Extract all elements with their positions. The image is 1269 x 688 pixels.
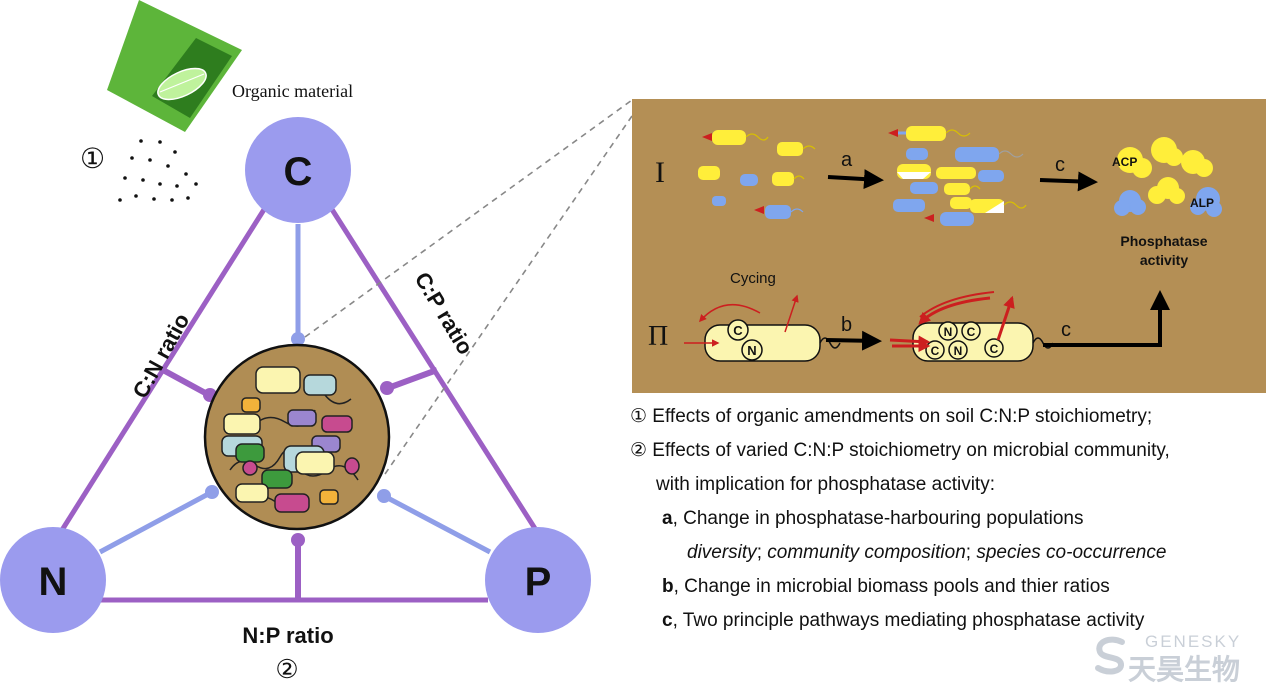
arrow-a-label: a — [841, 149, 853, 171]
organic-material-icon — [107, 0, 242, 132]
phosphatase-enzymes — [1114, 137, 1222, 217]
cycing-label: Cycing — [730, 270, 776, 287]
genesky-s-icon — [1095, 636, 1125, 675]
node-c-label: C — [284, 150, 313, 194]
cell-after-n1: N — [944, 325, 953, 339]
legend-item-a: a, Change in phosphatase-harbouring popu… — [630, 502, 1260, 536]
spokes — [98, 224, 492, 600]
node-c: C — [245, 117, 351, 223]
node-p-label: P — [525, 560, 552, 604]
logo-text-en: GENESKY — [1145, 632, 1242, 651]
np-ratio-label: N:P ratio — [242, 623, 333, 648]
node-n-label: N — [39, 560, 68, 604]
cn-ratio-label: C:N ratio — [128, 309, 195, 402]
legend-a-key: a — [662, 508, 673, 529]
legend-item-c: c, Two principle pathways mediating phos… — [630, 604, 1260, 638]
soil-microbial-community — [203, 343, 391, 531]
legend-line-1: ① Effects of organic amendments on soil … — [630, 406, 1153, 427]
phosphatase-label-1: Phosphatase — [1120, 233, 1207, 249]
cell-after-c1: C — [931, 344, 940, 358]
legend-sep-2: ; — [965, 542, 977, 563]
arrow-c-row-i — [1039, 171, 1098, 192]
arrow-c-row-ii — [1043, 290, 1170, 347]
cell-after-c3: C — [990, 342, 999, 356]
zoom-lines — [304, 99, 633, 475]
row-ii-label: Π — [648, 321, 668, 352]
cell-before-n: N — [747, 343, 756, 358]
legend-c-key: c — [662, 610, 673, 631]
legend-c-text: , Two principle pathways mediating phosp… — [672, 610, 1145, 631]
arrow-b-label: b — [841, 314, 852, 336]
step-1-marker: ① — [80, 144, 105, 175]
arrow-c-row-i-label: c — [1055, 154, 1065, 176]
legend-cooccurrence: species co-occurrence — [976, 542, 1167, 563]
falling-particles — [118, 139, 198, 202]
legend-line-2: ② Effects of varied C:N:P stoichiometry … — [630, 440, 1170, 461]
cell-after-n2: N — [954, 344, 963, 358]
node-p: P — [485, 527, 591, 633]
row-i-label: I — [655, 156, 665, 189]
phosphatase-label-2: activity — [1140, 252, 1188, 268]
organic-material-label: Organic material — [232, 81, 353, 101]
population-initial — [698, 130, 816, 219]
legend-diversity: diversity — [687, 542, 757, 563]
logo-text-cn: 天昊生物 — [1128, 653, 1241, 686]
arrow-a — [827, 169, 884, 190]
legend-a-text: , Change in phosphatase-harbouring popul… — [672, 508, 1084, 529]
alp-label: ALP — [1190, 196, 1214, 210]
acp-label: ACP — [1112, 155, 1137, 169]
legend-sep-1: ; — [756, 542, 768, 563]
cell-before-c: C — [733, 323, 743, 338]
legend-b-text: , Change in microbial biomass pools and … — [673, 576, 1110, 597]
legend-composition: community composition — [767, 542, 966, 563]
legend-item-b: b, Change in microbial biomass pools and… — [630, 570, 1260, 604]
step-2-marker: ② — [275, 655, 298, 684]
arrow-b — [825, 330, 882, 351]
cell-after: N C C N C — [889, 291, 1054, 362]
legend-item-a-details: diversity; community composition; specie… — [630, 536, 1260, 570]
arrow-c-row-ii-label: c — [1061, 319, 1071, 341]
genesky-logo: GENESKY 天昊生物 — [1090, 632, 1260, 686]
zoom-panel: I Π a — [632, 99, 1266, 393]
population-changed — [888, 126, 1027, 226]
node-n: N — [0, 527, 106, 633]
cell-before: C N — [684, 294, 841, 362]
legend-b-key: b — [662, 576, 674, 597]
legend: ① Effects of organic amendments on soil … — [630, 400, 1260, 638]
cell-after-c2: C — [967, 325, 976, 339]
legend-line-3: with implication for phosphatase activit… — [656, 474, 995, 495]
